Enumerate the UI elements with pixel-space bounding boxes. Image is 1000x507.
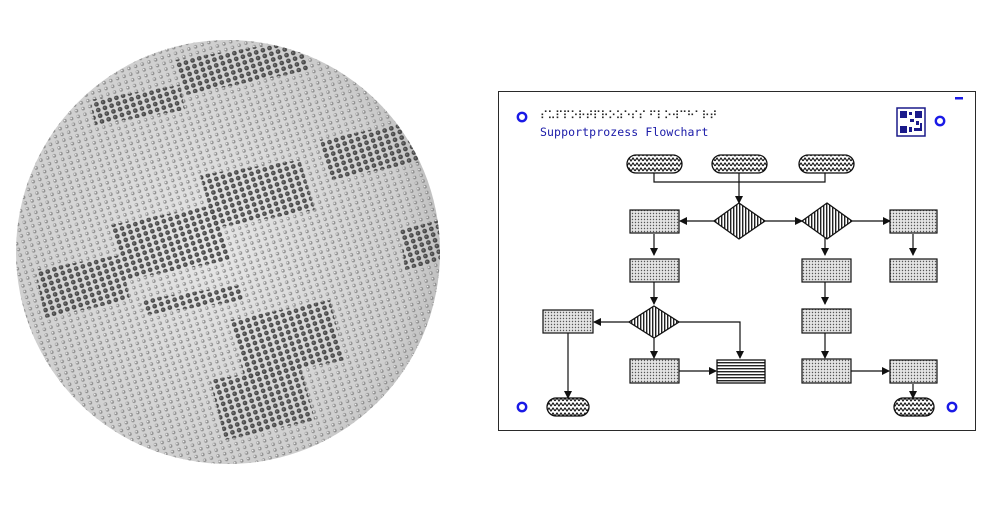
decision-3 [627, 305, 681, 339]
start-terminator-1 [626, 154, 683, 174]
process-box-1 [629, 209, 680, 234]
process-box-4 [801, 258, 852, 283]
braille-title: ⠎⠥⠏⠏⠕⠗⠞⠏⠗⠕⠵⠑⠎⠎ ⠋⠇⠕⠺⠉⠓⠁⠗⠞ [540, 109, 717, 122]
registration-mark-icon [516, 111, 958, 413]
qr-code-icon [896, 107, 926, 137]
photo-circle [16, 40, 440, 464]
flowchart-sheet: ⠎⠥⠏⠏⠕⠗⠞⠏⠗⠕⠵⠑⠎⠎ ⠋⠇⠕⠺⠉⠓⠁⠗⠞ Supportprozess … [498, 91, 976, 431]
process-box-highlight [716, 359, 766, 384]
process-box-5 [889, 258, 938, 283]
connectors [564, 173, 917, 399]
diagram-title: Supportprozess Flowchart [540, 125, 709, 139]
process-box-2 [889, 209, 938, 234]
decision-1 [712, 202, 767, 240]
end-terminator-2 [893, 397, 935, 417]
corner-mark [955, 97, 963, 100]
process-box-6 [801, 308, 852, 334]
process-box-10 [889, 359, 938, 384]
decision-2 [800, 202, 854, 240]
start-terminator-3 [798, 154, 855, 174]
process-box-9 [801, 358, 852, 384]
start-terminator-2 [711, 154, 768, 174]
process-box-7 [542, 309, 594, 334]
tactile-print-photo [16, 40, 440, 464]
end-terminator-1 [546, 397, 590, 417]
process-box-8 [629, 358, 680, 384]
process-box-3 [629, 258, 680, 283]
